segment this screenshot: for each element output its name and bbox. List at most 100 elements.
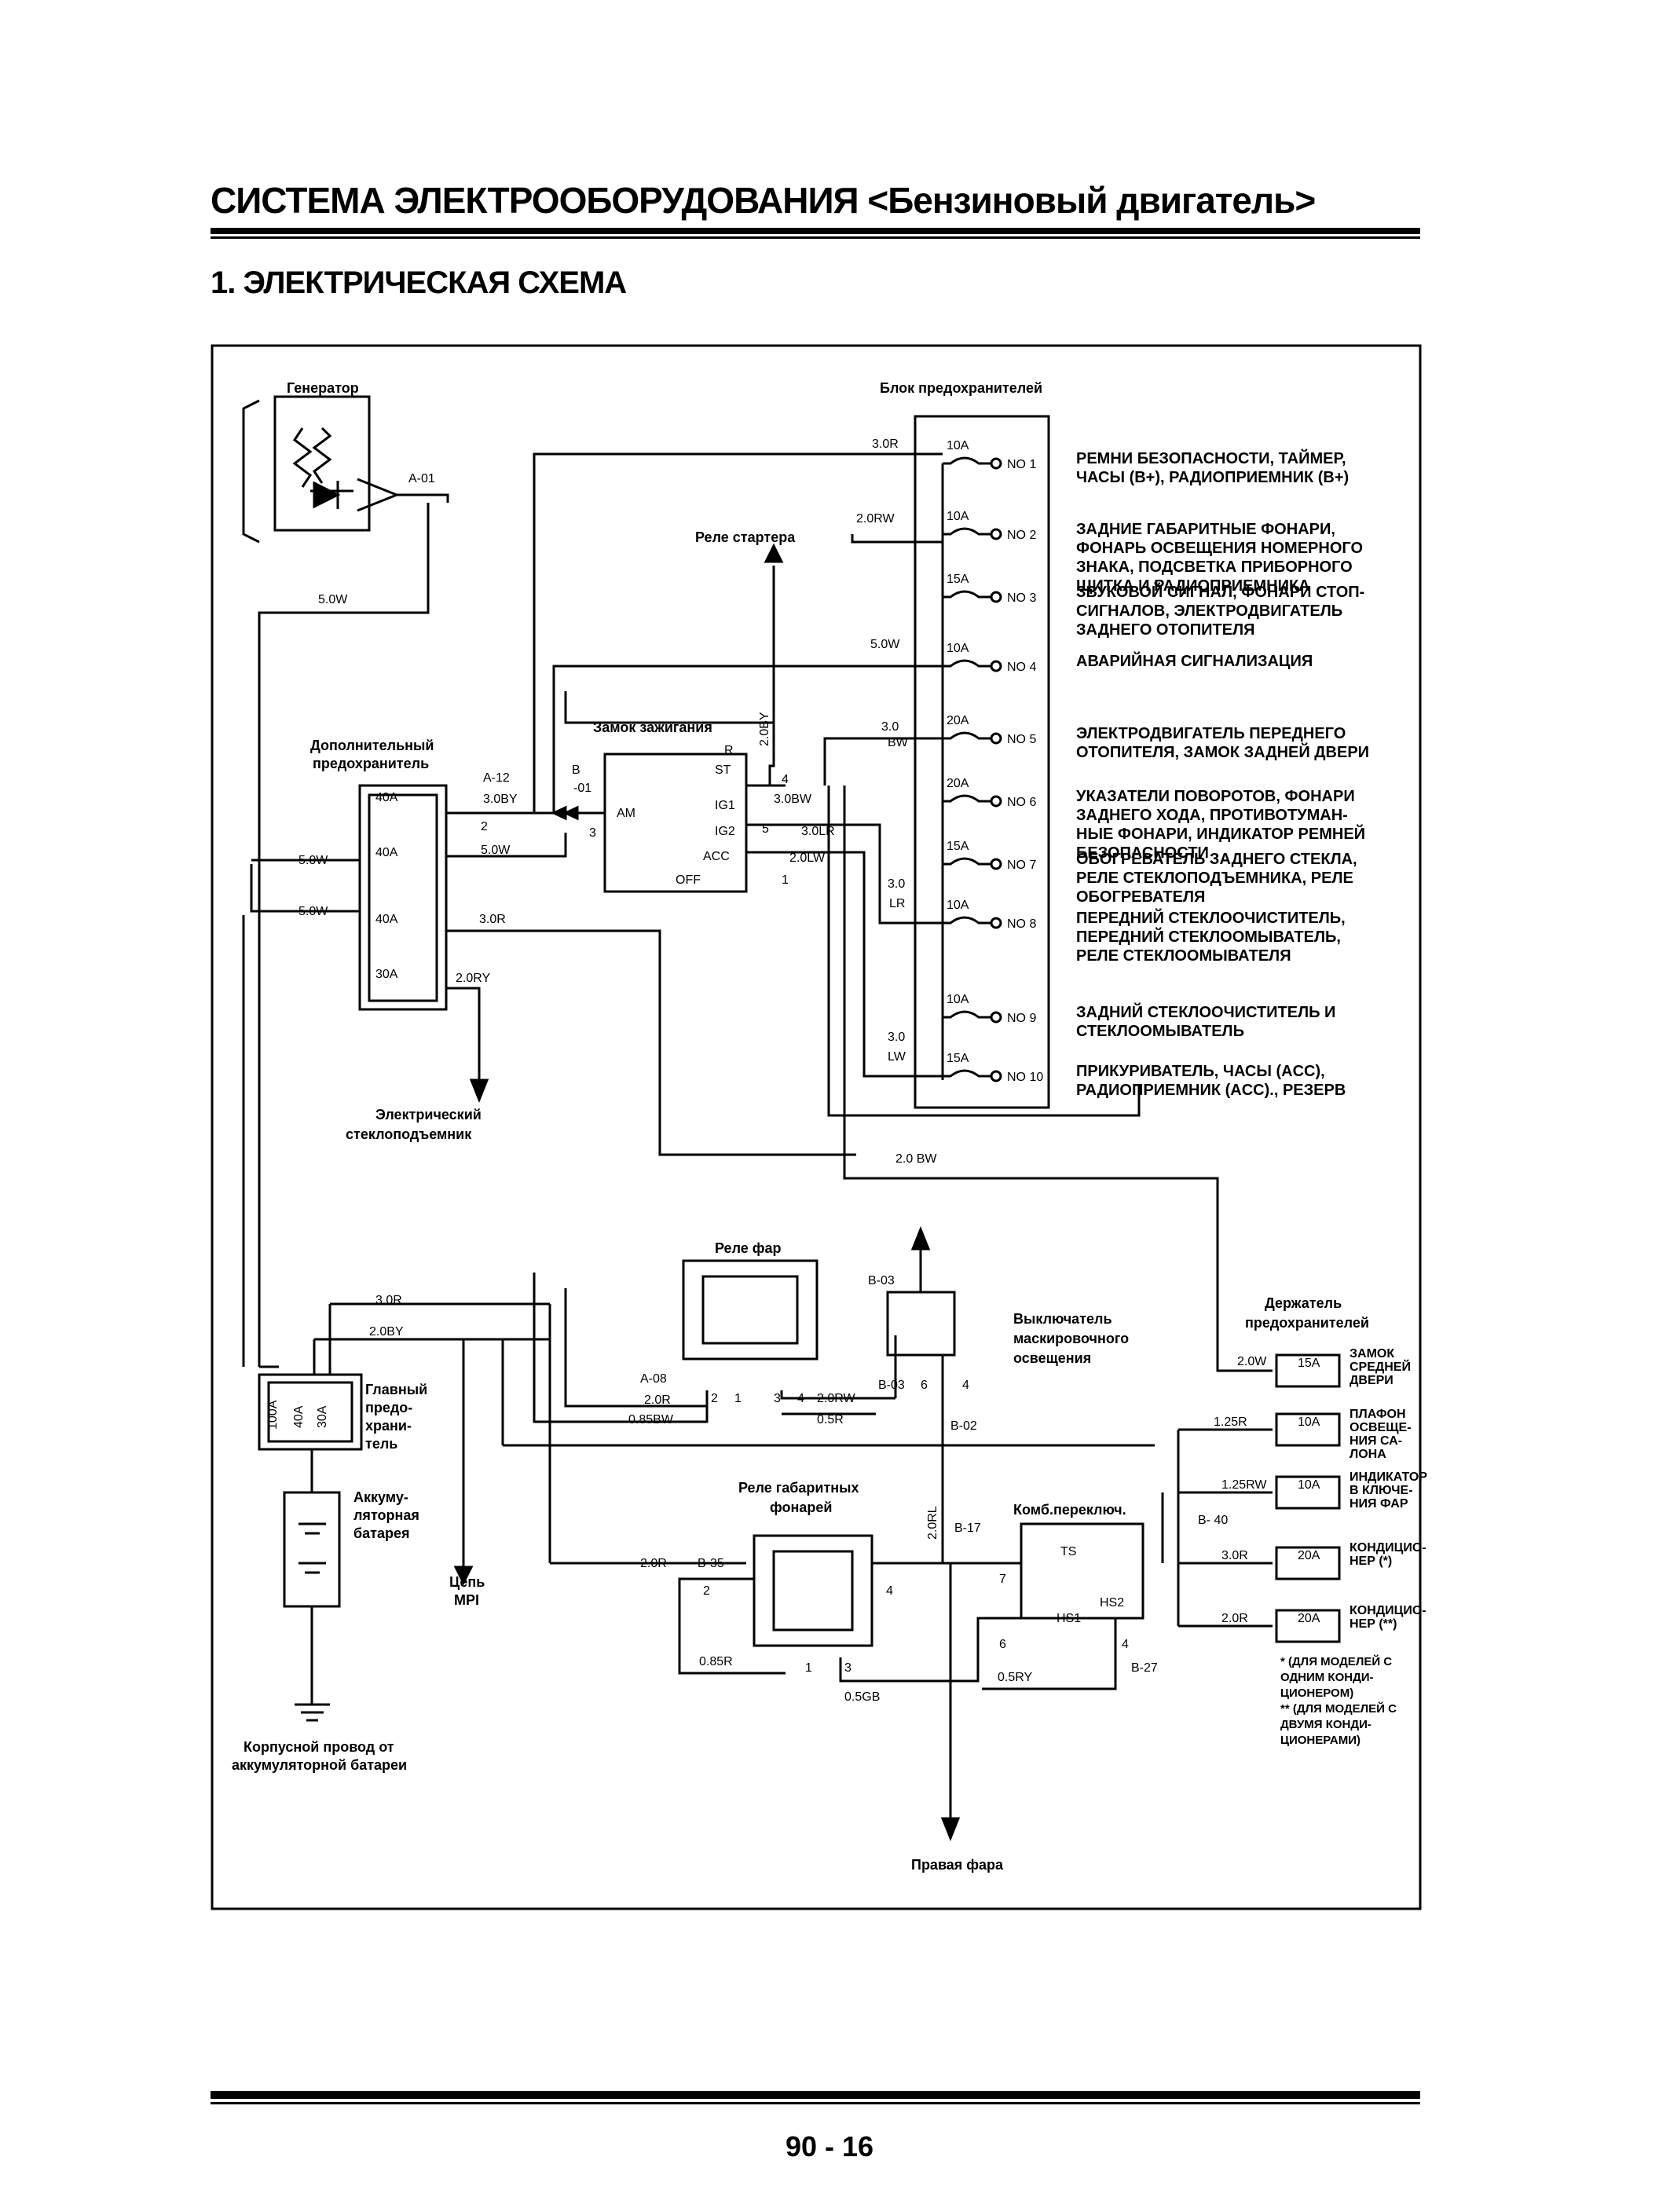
mpi-label-2: MPI — [454, 1592, 479, 1608]
fuse-symbol — [943, 456, 991, 465]
fuse-amp: 20A — [1298, 1612, 1320, 1625]
wire-label: 3.0 — [888, 1031, 905, 1044]
fuse-amp: 15A — [1298, 1357, 1320, 1370]
ign-acc: ACC — [703, 850, 730, 863]
fuse-terminal — [990, 1011, 1002, 1024]
b01-label-1: B — [572, 764, 580, 777]
pin-label: 1 — [734, 1392, 742, 1405]
fuse-description: ЗАДНИЕ ГАБАРИТНЫЕ ФОНАРИ, — [1076, 521, 1335, 538]
tail-relay-label-1: Реле габаритных — [738, 1480, 859, 1496]
wire-label: 2.0RL — [926, 1506, 939, 1540]
footnote: ** (ДЛЯ МОДЕЛЕЙ С — [1280, 1701, 1397, 1716]
fuse-symbol — [943, 857, 991, 866]
wire-label: 2.0BY — [369, 1325, 404, 1339]
fuse-holder-description: НЕР (*) — [1350, 1555, 1392, 1568]
tail-relay — [753, 1534, 873, 1647]
main-fuse-box — [258, 1373, 363, 1451]
pin-label: 3 — [844, 1661, 851, 1675]
footnote: ОДНИМ КОНДИ- — [1280, 1671, 1374, 1684]
ignition-switch-label: Замок зажигания — [593, 720, 712, 735]
fuse-holder-label-2: предохранителей — [1245, 1315, 1369, 1331]
fuse-description: НЫЕ ФОНАРИ, ИНДИКАТОР РЕМНЕЙ — [1076, 824, 1365, 843]
fuse-amp: 15A — [947, 840, 969, 853]
fuse-number: NO 3 — [1007, 591, 1036, 605]
fuse-description: ОБОГРЕВАТЕЛЬ ЗАДНЕГО СТЕКЛА, — [1076, 851, 1357, 868]
power-window-label-1: Электрический — [375, 1107, 482, 1122]
footer-rule — [211, 2091, 1420, 2099]
ign-ig1: IG1 — [715, 799, 735, 812]
wire-label: 3.0 — [888, 877, 905, 891]
battery-box — [283, 1491, 341, 1608]
pin-label: 2 — [703, 1584, 710, 1598]
fuse-holder-description: ЗАМОК — [1350, 1347, 1394, 1361]
pin-label: 4 — [797, 1392, 804, 1405]
wire-label: 3.0 — [881, 720, 899, 734]
tail-relay-label-2: фонарей — [770, 1500, 832, 1515]
pin-label: 6 — [921, 1379, 928, 1392]
a12-label: A-12 — [483, 771, 510, 785]
fuse-description: ЗАДНИЙ СТЕКЛООЧИСТИТЕЛЬ И — [1076, 1002, 1335, 1021]
aux-fuse-label-2: предохранитель — [313, 756, 429, 771]
fuse-holder-description: ОСВЕЩЕ- — [1350, 1421, 1412, 1434]
page-header: СИСТЕМА ЭЛЕКТРООБОРУДОВАНИЯ <Бензиновый … — [211, 179, 1420, 222]
header-rule-thin — [211, 236, 1420, 239]
wire-label: 0.5RY — [998, 1671, 1033, 1684]
wire-label: 2.0R — [640, 1557, 667, 1570]
b01-label-2: -01 — [573, 782, 591, 795]
footer-rule-thin — [211, 2102, 1420, 2104]
dimmer-label-3: освещения — [1013, 1350, 1091, 1366]
dimmer-switch — [886, 1291, 956, 1357]
dimmer-label-2: маскировочного — [1013, 1331, 1129, 1346]
fuse-number: NO 5 — [1007, 733, 1036, 746]
fuse-description: ЩИТКА И РАДИОПРИЕМНИКА — [1076, 577, 1310, 595]
header-rule — [211, 228, 1420, 234]
wire-label: 3.0R — [872, 438, 899, 451]
wire-label: 2.0RY — [456, 972, 491, 985]
wire-label: 5.0W — [298, 905, 328, 918]
fuse-holder-description: ДВЕРИ — [1350, 1374, 1393, 1387]
fuse-amp: 10A — [947, 439, 969, 452]
fuse-symbol — [943, 590, 991, 599]
wire-label: BW — [888, 736, 909, 749]
fuse-amp: 20A — [1298, 1549, 1320, 1562]
footnote: ДВУМЯ КОНДИ- — [1280, 1718, 1372, 1731]
fuse-description: ЗАДНЕГО ХОДА, ПРОТИВОТУМАН- — [1076, 807, 1348, 824]
b17-label: B-17 — [954, 1522, 981, 1535]
page-number: 90 - 16 — [785, 2130, 874, 2163]
fuse-symbol — [943, 916, 991, 925]
fuse-terminal — [990, 795, 1002, 808]
pin-label: 3 — [774, 1392, 781, 1405]
wire-label: 0.85BW — [628, 1413, 674, 1426]
wire-label: 2.0R — [1221, 1612, 1248, 1625]
mpi-label-1: Цепь — [449, 1574, 485, 1590]
fuse-holder-description: НИЯ ФАР — [1350, 1497, 1408, 1511]
wire-label: LR — [889, 897, 905, 910]
fuse-description: ЗВУКОВОЙ СИГНАЛ, ФОНАРИ СТОП- — [1076, 582, 1364, 601]
footnote: ЦИОНЕРОМ) — [1280, 1686, 1353, 1700]
fuse-number: NO 1 — [1007, 458, 1036, 471]
wire-label: 2.0W — [1237, 1355, 1267, 1368]
wire-label: 0.5GB — [844, 1690, 880, 1704]
fuse-amp: 10A — [1298, 1478, 1320, 1492]
fuse-description: БЕЗОПАСНОСТИ — [1076, 844, 1209, 862]
fuse-symbol — [943, 731, 991, 740]
comb-switch-label: Комб.переключ. — [1013, 1502, 1126, 1518]
fuse-holder-description: КОНДИЦИО- — [1350, 1604, 1426, 1617]
wire-label: 2.0 BW — [895, 1152, 937, 1166]
fuse-amp: 20A — [947, 777, 969, 790]
fuse-description: ЭЛЕКТРОДВИГАТЕЛЬ ПЕРЕДНЕГО — [1076, 725, 1346, 742]
fuse-amp: 10A — [947, 993, 969, 1006]
aux-fuse-box — [358, 784, 448, 1011]
fuse-holder-label-1: Держатель — [1265, 1295, 1342, 1311]
wire-label: 2.0RW — [817, 1392, 856, 1405]
pin-label: 2 — [711, 1392, 718, 1405]
headlight-relay-label: Реле фар — [715, 1240, 782, 1256]
fuse-terminal — [990, 660, 1002, 672]
ign-am: AM — [617, 807, 635, 820]
fuse-description: АВАРИЙНАЯ СИГНАЛИЗАЦИЯ — [1076, 651, 1313, 670]
fuse-holder-description: КОНДИЦИО- — [1350, 1541, 1426, 1555]
fuse-amp: 20A — [947, 714, 969, 727]
fuse-terminal — [990, 732, 1002, 745]
fuse-block — [914, 415, 1050, 1109]
